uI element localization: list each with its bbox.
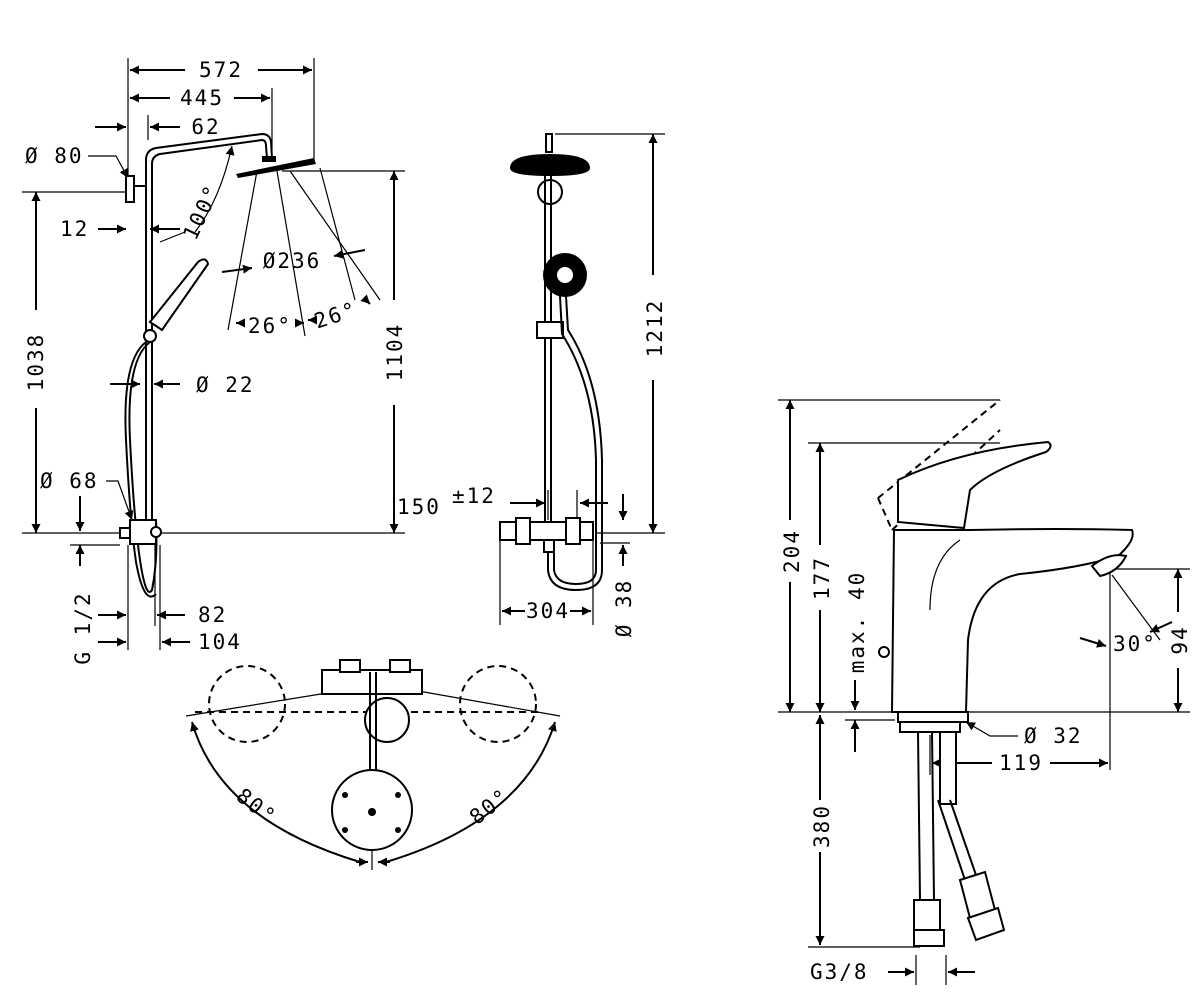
label-dia-22: Ø 22	[196, 373, 255, 397]
dim-reach-119: 119	[932, 751, 1108, 775]
label-104: 104	[198, 630, 242, 654]
dim-base-32: Ø 32	[965, 721, 1083, 748]
dim-depth-82: 82	[98, 603, 227, 627]
label-g-half: G 1/2	[71, 591, 95, 664]
label-100-deg: 100°	[178, 180, 225, 243]
label-177: 177	[810, 556, 834, 600]
dim-150	[70, 496, 120, 566]
dim-max-40: max. 40	[845, 571, 895, 752]
dim-rosette-80: Ø 80	[25, 144, 129, 179]
dim-aerator-94: 94	[1168, 569, 1192, 712]
label-204: 204	[780, 529, 804, 573]
shower-column-front	[499, 133, 603, 592]
shower-side-view: 572 445 62 Ø 80 12 100° Ø23	[22, 58, 407, 665]
label-304: 304	[526, 599, 570, 623]
shower-top-view: 80° 80°	[185, 659, 561, 870]
label-82: 82	[198, 603, 227, 627]
dim-width-572: 572	[130, 58, 312, 82]
dim-height-1104: 1104	[383, 171, 407, 533]
label-445: 445	[180, 86, 224, 110]
label-dia-38: Ø 38	[612, 579, 636, 638]
dim-depth-104: 104	[98, 630, 242, 654]
label-dia-80: Ø 80	[25, 144, 84, 168]
dim-mixer-68: Ø 68	[40, 469, 134, 521]
shower-front-view: 1212 150 ±12 304 Ø 38	[397, 133, 667, 638]
label-572: 572	[199, 58, 243, 82]
label-80-left: 80°	[232, 784, 281, 830]
dim-height-1038: 1038	[24, 192, 48, 533]
dim-height-177: 177	[810, 443, 834, 712]
label-26-left: 26°	[248, 314, 292, 338]
label-150: 150	[397, 495, 441, 519]
label-1212: 1212	[643, 299, 667, 358]
dim-tolerance-12: ±12	[452, 484, 608, 508]
basin-mixer-view: 204 177 max. 40 380 48 Ø 32	[778, 399, 1192, 985]
dim-gap-12: 12	[60, 217, 180, 241]
dim-thread-g38: G3/8	[810, 955, 975, 985]
label-g-3-8: G3/8	[810, 960, 869, 984]
label-94: 94	[1168, 625, 1192, 654]
dim-pipe-22: Ø 22	[110, 373, 255, 397]
label-12: 12	[60, 217, 89, 241]
dim-aerator-30: 30°	[1079, 574, 1173, 656]
label-80-right: 80°	[465, 784, 514, 830]
label-380: 380	[810, 804, 834, 848]
basin-mixer-body	[877, 399, 1134, 947]
dim-height-204: 204	[780, 400, 804, 712]
dim-reach-445: 445	[130, 86, 270, 110]
dim-hose-380: 380	[810, 715, 834, 945]
dim-height-1212: 1212	[643, 134, 667, 533]
label-62: 62	[191, 115, 220, 139]
shower-column-side	[119, 132, 316, 598]
label-1104: 1104	[383, 323, 407, 382]
dim-150-front: 150	[397, 494, 628, 566]
label-119: 119	[999, 751, 1043, 775]
dim-width-304: 304	[502, 599, 591, 623]
dim-offset-62: 62	[95, 115, 220, 139]
label-pm-12: ±12	[452, 484, 496, 508]
label-1038: 1038	[24, 333, 48, 392]
label-30-deg: 30°	[1113, 632, 1157, 656]
label-26-right: 26°	[311, 297, 360, 333]
label-max-40: max. 40	[845, 571, 869, 674]
label-dia-68: Ø 68	[40, 469, 99, 493]
label-dia-32: Ø 32	[1024, 724, 1083, 748]
